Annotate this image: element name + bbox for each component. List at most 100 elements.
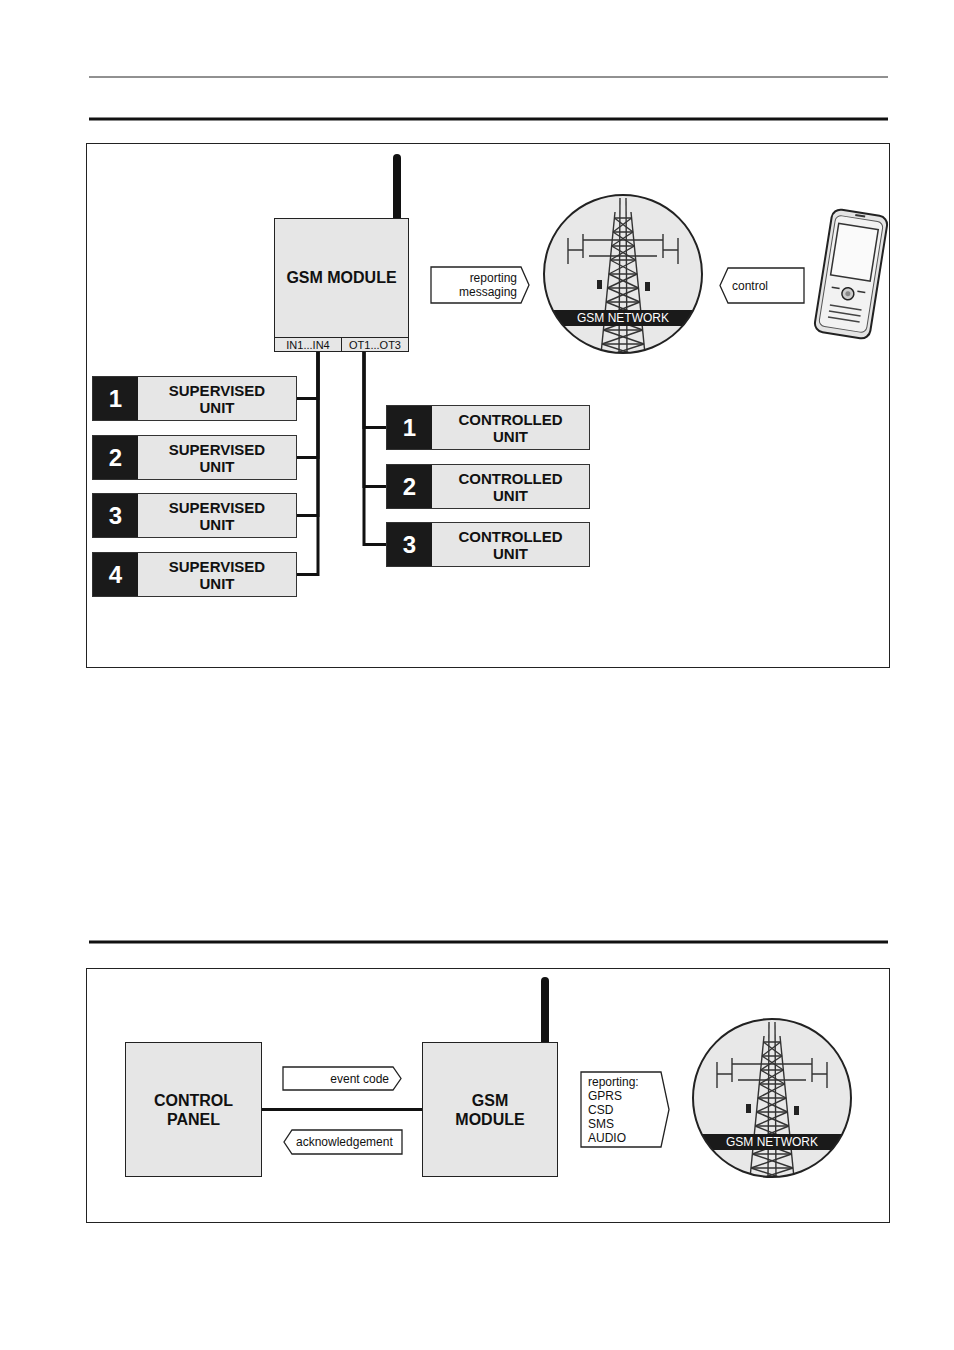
- tower-strut: [663, 249, 678, 250]
- tag-shape: [283, 1067, 401, 1090]
- network-illustration: [692, 1018, 852, 1178]
- node-text: CONTROL PANEL: [139, 1091, 249, 1129]
- phone-speaker: [855, 214, 865, 218]
- tag-shape: [431, 267, 529, 303]
- tower-strut: [612, 245, 635, 246]
- band-label-area: GSM NETWORK: [543, 310, 703, 326]
- node-text: 4: [109, 561, 122, 589]
- tower-strut: [612, 232, 633, 246]
- node-text: GSM NETWORK: [726, 1135, 818, 1149]
- gsm-module: GSM MODULE IN1...IN4 OT1...OT3: [274, 218, 409, 352]
- tag-shape: [581, 1072, 669, 1147]
- tower-strut: [568, 249, 583, 250]
- node-text: SUPERVISED UNIT: [158, 558, 276, 592]
- phone-keypad-row: [829, 311, 861, 316]
- unit-label-area: CONTROLLED UNIT: [432, 465, 589, 508]
- node-text: event code: [330, 1072, 389, 1086]
- control-panel: CONTROL PANEL: [125, 1042, 262, 1177]
- tower-strut: [732, 1063, 812, 1064]
- supervised-unit: 2 SUPERVISED UNIT: [92, 435, 297, 480]
- network-band: [692, 1134, 852, 1150]
- tower-strut: [610, 259, 635, 260]
- connector-wire: [262, 1108, 422, 1111]
- unit-label-area: CONTROLLED UNIT: [432, 523, 589, 566]
- node-text: 2: [403, 473, 416, 501]
- tower-strut: [738, 1079, 806, 1080]
- phone-key: [857, 291, 865, 292]
- unit-label-area: SUPERVISED UNIT: [138, 553, 296, 596]
- node-text: 3: [403, 531, 416, 559]
- controlled-unit: 1 CONTROLLED UNIT: [386, 405, 590, 450]
- network-circle: GSM NETWORK: [692, 1018, 852, 1178]
- node-text: 2: [109, 444, 122, 472]
- node-text: 3: [109, 502, 122, 530]
- band-label-area: GSM NETWORK: [692, 1134, 852, 1150]
- tower-strut: [763, 1041, 780, 1042]
- mobile-phone: [814, 208, 889, 339]
- sky: [692, 1018, 852, 1178]
- tower-strut: [763, 1042, 782, 1056]
- node-text: 1: [403, 414, 416, 442]
- gsm-module: GSM MODULE: [422, 1042, 558, 1177]
- tower-strut: [755, 1125, 789, 1126]
- tower-strut: [751, 1167, 793, 1168]
- phone-face: [819, 215, 884, 333]
- tower-strut: [606, 301, 640, 302]
- node-text: GSM MODULE: [286, 269, 396, 287]
- tower-strut: [731, 1058, 732, 1082]
- tower-strut: [589, 255, 657, 256]
- number-tab: 1: [93, 377, 138, 420]
- node-text: IN1...IN4: [286, 339, 329, 351]
- tower-strut: [602, 343, 644, 344]
- dish-antenna: [645, 282, 650, 291]
- node-text: reporting: GPRS CSD SMS AUDIO: [588, 1075, 654, 1145]
- phone-screen: [831, 223, 879, 281]
- number-tab: 3: [387, 523, 432, 566]
- phone-keypad-row: [828, 317, 860, 322]
- figure-frame: [87, 144, 890, 668]
- phone-keypad-row: [830, 305, 862, 310]
- figure-frame: [87, 969, 890, 1223]
- tower-strut: [761, 1056, 782, 1070]
- connector-wire: [297, 352, 318, 399]
- terminal-cell: IN1...IN4: [275, 338, 341, 351]
- tower-strut: [677, 238, 678, 264]
- tower-strut: [762, 1042, 781, 1056]
- tower-strut: [759, 1083, 784, 1084]
- section-rule: [89, 941, 888, 944]
- phone-key: [832, 287, 840, 288]
- antenna: [541, 981, 549, 1042]
- tower-strut: [613, 232, 634, 246]
- tower-group: [692, 1018, 852, 1182]
- node-text: SUPERVISED UNIT: [158, 441, 276, 475]
- number-tab: 2: [93, 436, 138, 479]
- unit-label-area: CONTROLLED UNIT: [432, 406, 589, 449]
- tower-strut: [609, 260, 636, 274]
- section-rule: [89, 118, 888, 121]
- header-rule: [89, 77, 888, 78]
- supervised-unit: 3SUPERVISED UNIT: [92, 493, 297, 538]
- supervised-unit: 4 SUPERVISED UNIT: [92, 552, 297, 597]
- node-text: GSM NETWORK: [577, 311, 669, 325]
- tower-strut: [567, 238, 568, 264]
- tower-strut: [762, 1056, 783, 1070]
- tower-strut: [762, 1055, 782, 1056]
- node-text: CONTROLLED UNIT: [452, 411, 570, 445]
- number-tab: 4: [93, 553, 138, 596]
- number-tab: 1: [387, 406, 432, 449]
- tower-strut: [757, 1098, 787, 1112]
- supervised-unit: 1SUPERVISED UNIT: [92, 376, 297, 421]
- connector-wire: [297, 352, 318, 458]
- flow-tag: reporting messaging: [430, 266, 530, 304]
- connector-wire: [297, 352, 318, 575]
- dish-antenna: [597, 280, 602, 289]
- flow-tag: event code: [282, 1066, 402, 1091]
- tower-strut: [614, 217, 631, 218]
- network-outline: [693, 1019, 851, 1177]
- unit-label-area: SUPERVISED UNIT: [138, 377, 296, 420]
- number-tab: 3: [93, 494, 138, 537]
- phone-nav-key: [841, 287, 855, 301]
- connector-wire: [297, 352, 318, 516]
- node-text: OT1...OT3: [349, 339, 401, 351]
